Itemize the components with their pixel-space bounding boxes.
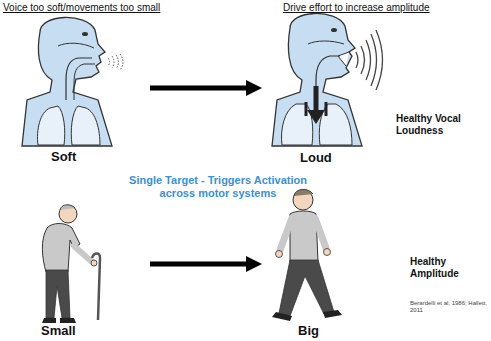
figure-label: Big bbox=[298, 323, 319, 338]
loud-head-figure bbox=[272, 13, 383, 146]
outcome-label: Healthy Vocal Loudness bbox=[396, 113, 478, 137]
column-heading: Drive effort to increase amplitude bbox=[283, 2, 430, 14]
flow-arrow bbox=[150, 256, 262, 272]
figure-node: Big bbox=[262, 186, 362, 339]
column-heading: Voice too soft/movements too small bbox=[3, 2, 160, 14]
figure-label: Loud bbox=[300, 150, 332, 165]
figure-node: Small bbox=[15, 196, 150, 339]
stooped-man-figure bbox=[42, 205, 100, 323]
soft-head-figure bbox=[22, 17, 123, 146]
figure-label: Soft bbox=[51, 149, 76, 164]
flow-arrow bbox=[150, 80, 262, 96]
key-message: Single Target - Triggers Activation acro… bbox=[118, 174, 318, 200]
figure-node: Soft bbox=[15, 18, 150, 170]
figure-node: Loud bbox=[262, 12, 392, 170]
reference-note: Berardelli et al, 1986; Hallett, 2011 bbox=[410, 300, 488, 314]
outcome-label: Healthy Amplitude bbox=[410, 256, 480, 280]
figure-label: Small bbox=[41, 323, 76, 338]
walking-man-figure bbox=[272, 189, 342, 321]
